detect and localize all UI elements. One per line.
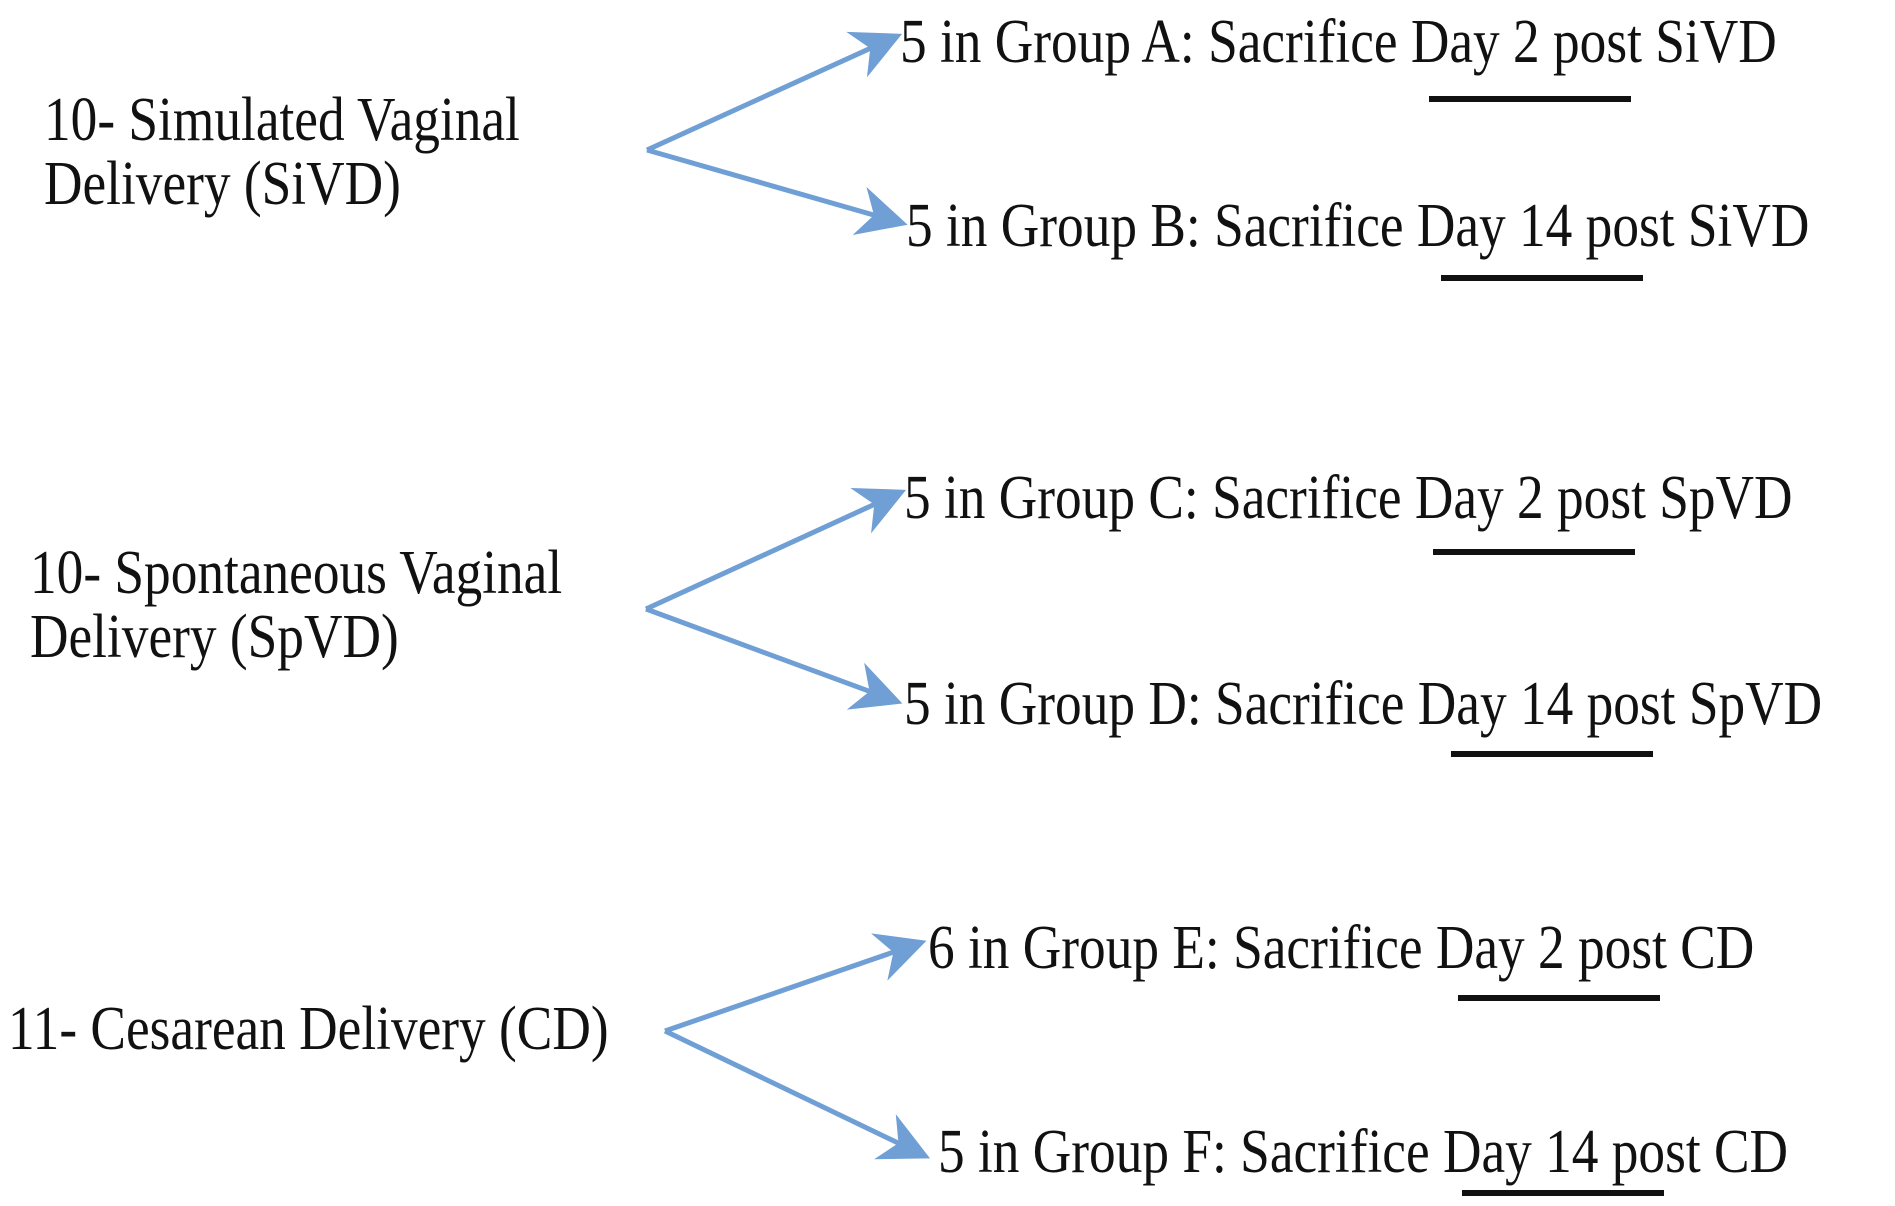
arrow-spvd-to-group-c — [644, 487, 907, 612]
arrow-cd-to-group-f — [663, 1028, 931, 1160]
arrow-sivd-to-group-b — [646, 147, 908, 236]
source-spvd-line-2: Delivery (SpVD) — [30, 603, 399, 671]
group-e-day-underline — [1458, 995, 1660, 1001]
source-cd-line-1: 11- Cesarean Delivery (CD) — [8, 995, 609, 1063]
group-d-label: 5 in Group D: Sacrifice Day 14 post SpVD — [904, 670, 1823, 738]
group-b-day-underline — [1441, 275, 1643, 281]
group-b-label: 5 in Group B: Sacrifice Day 14 post SiVD — [906, 192, 1810, 260]
group-a-day-underline — [1429, 96, 1631, 102]
source-spvd: 10- Spontaneous Vaginal Delivery (SpVD) — [30, 541, 562, 669]
group-a-label: 5 in Group A: Sacrifice Day 2 post SiVD — [900, 8, 1777, 76]
group-f-day-underline — [1462, 1190, 1664, 1196]
group-e-label: 6 in Group E: Sacrifice Day 2 post CD — [928, 914, 1755, 982]
group-c-label: 5 in Group C: Sacrifice Day 2 post SpVD — [904, 464, 1793, 532]
group-c-day-underline — [1433, 549, 1635, 555]
arrow-cd-to-group-e — [664, 933, 927, 1034]
source-sivd: 10- Simulated Vaginal Delivery (SiVD) — [44, 88, 520, 216]
group-f-label: 5 in Group F: Sacrifice Day 14 post CD — [938, 1118, 1789, 1186]
arrow-spvd-to-group-d — [645, 606, 903, 710]
source-spvd-line-1: 10- Spontaneous Vaginal — [30, 539, 563, 607]
arrow-sivd-to-group-a — [645, 31, 903, 153]
source-cd: 11- Cesarean Delivery (CD) — [8, 997, 609, 1061]
group-d-day-underline — [1451, 751, 1653, 757]
source-sivd-line-1: 10- Simulated Vaginal — [44, 86, 520, 154]
source-sivd-line-2: Delivery (SiVD) — [44, 150, 401, 218]
